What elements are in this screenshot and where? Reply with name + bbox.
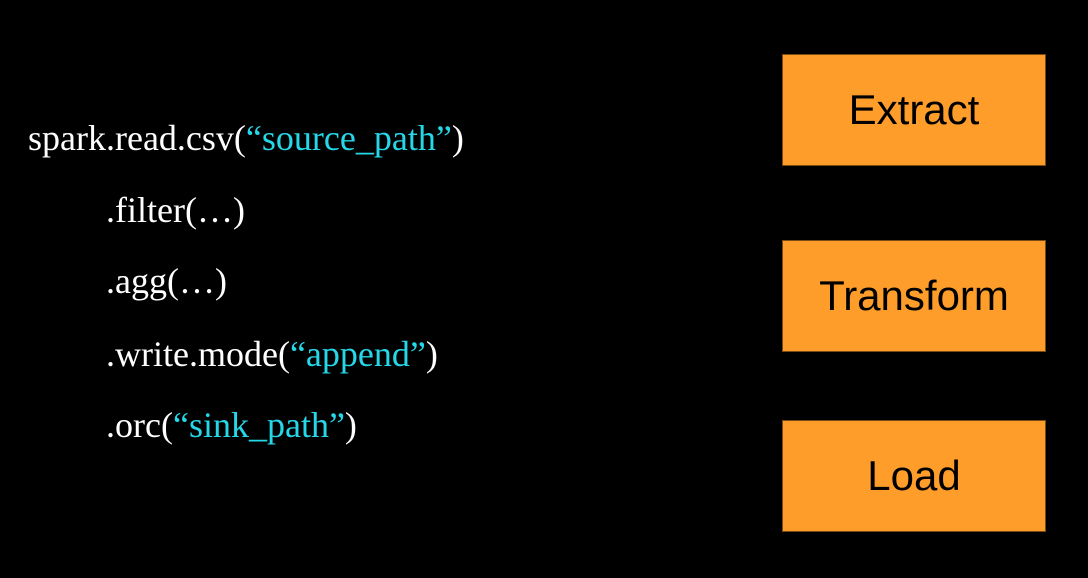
code-close-paren: ) (425, 334, 438, 374)
code-write-mode-call: .write.mode( (106, 334, 290, 374)
code-orc-call: .orc( (106, 405, 173, 445)
code-line-agg: .agg(…) (106, 263, 227, 299)
code-agg-call: .agg(…) (106, 261, 227, 301)
stage-label-load: Load (867, 452, 961, 499)
stage-box-load: Load (782, 420, 1046, 532)
code-line-write-mode: .write.mode(“append”) (106, 336, 438, 372)
stage-box-extract: Extract (782, 54, 1046, 166)
string-literal-source-path: “source_path” (245, 118, 452, 158)
code-read-csv-call: spark.read.csv( (28, 118, 246, 158)
stage-box-transform: Transform (782, 240, 1046, 352)
code-line-filter: .filter(…) (106, 192, 245, 228)
stage-label-extract: Extract (848, 86, 980, 133)
code-line-orc: .orc(“sink_path”) (106, 407, 357, 443)
code-close-paren: ) (344, 405, 357, 445)
string-literal-append: “append” (289, 334, 426, 374)
stage-label-transform: Transform (819, 272, 1009, 319)
string-literal-sink-path: “sink_path” (172, 405, 345, 445)
code-filter-call: .filter(…) (106, 190, 245, 230)
code-line-read-csv: spark.read.csv(“source_path”) (28, 120, 464, 156)
code-close-paren: ) (451, 118, 464, 158)
